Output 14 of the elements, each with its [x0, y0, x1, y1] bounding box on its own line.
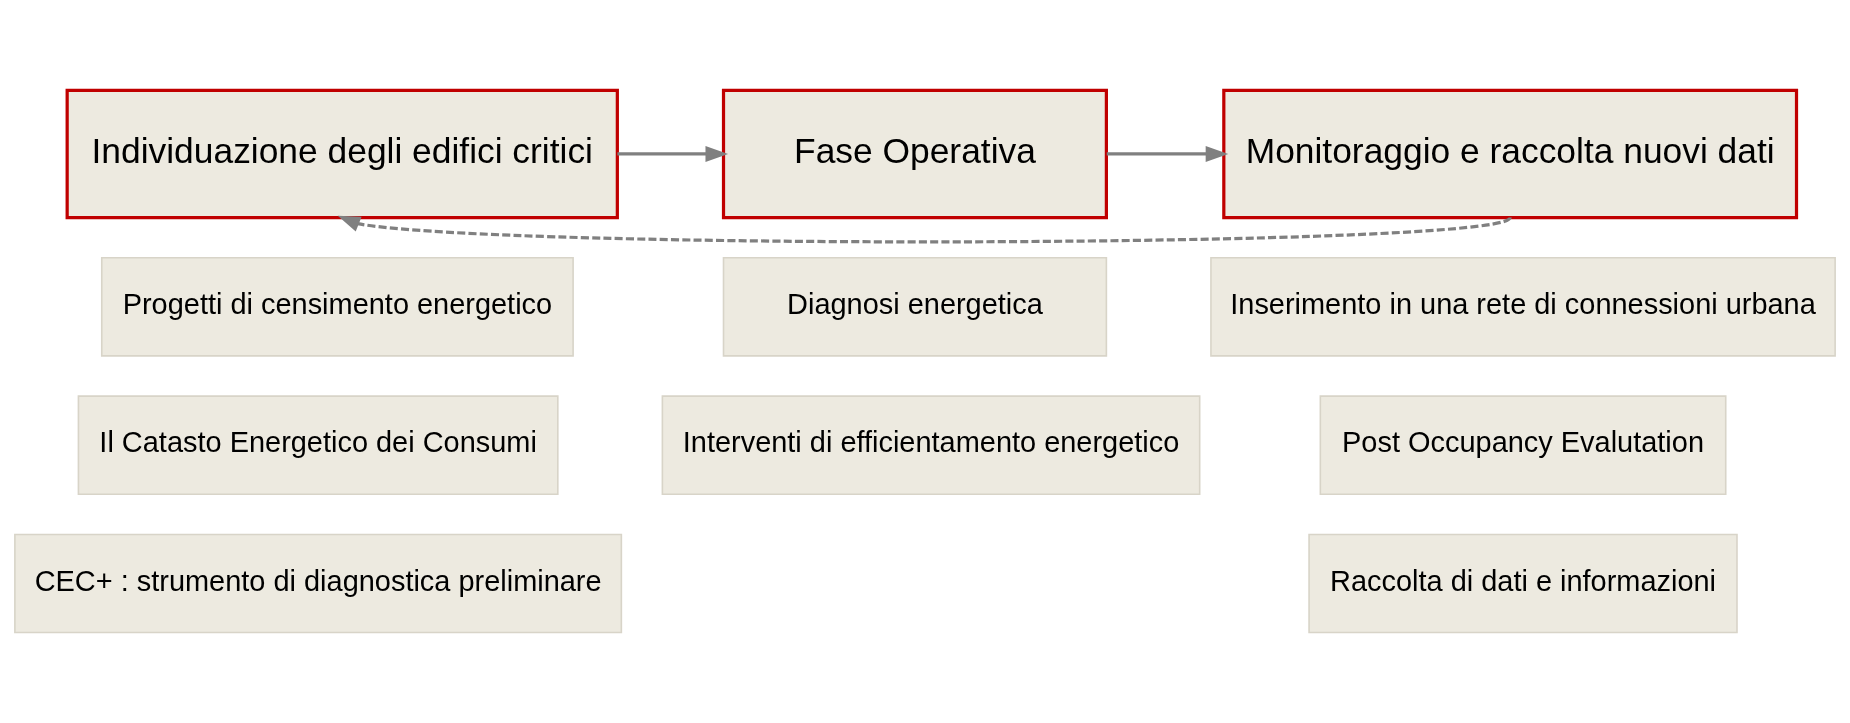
node-box: Monitoraggio e raccolta nuovi dati [1222, 88, 1799, 220]
node-box: Individuazione degli edifici critici [65, 88, 619, 220]
node-box: CEC+ : strumento di diagnostica preliminare [14, 533, 623, 634]
arrow [1106, 146, 1229, 162]
node-box: Raccolta di dati e informazioni [1308, 533, 1738, 634]
node-box: Diagnosi energetica [722, 256, 1108, 357]
node-box: Progetti di censimento energetico [100, 256, 574, 357]
node-box: Post Occupancy Evalutation [1319, 395, 1727, 496]
arrow [337, 215, 1511, 244]
arrow [617, 146, 729, 162]
node-box: Inserimento in una rete di connessioni urbana [1210, 256, 1836, 357]
node-box: Interventi di efficientamento energetico [661, 395, 1201, 496]
node-box: Fase Operativa [721, 88, 1108, 220]
node-box: Il Catasto Energetico dei Consumi [77, 395, 559, 496]
